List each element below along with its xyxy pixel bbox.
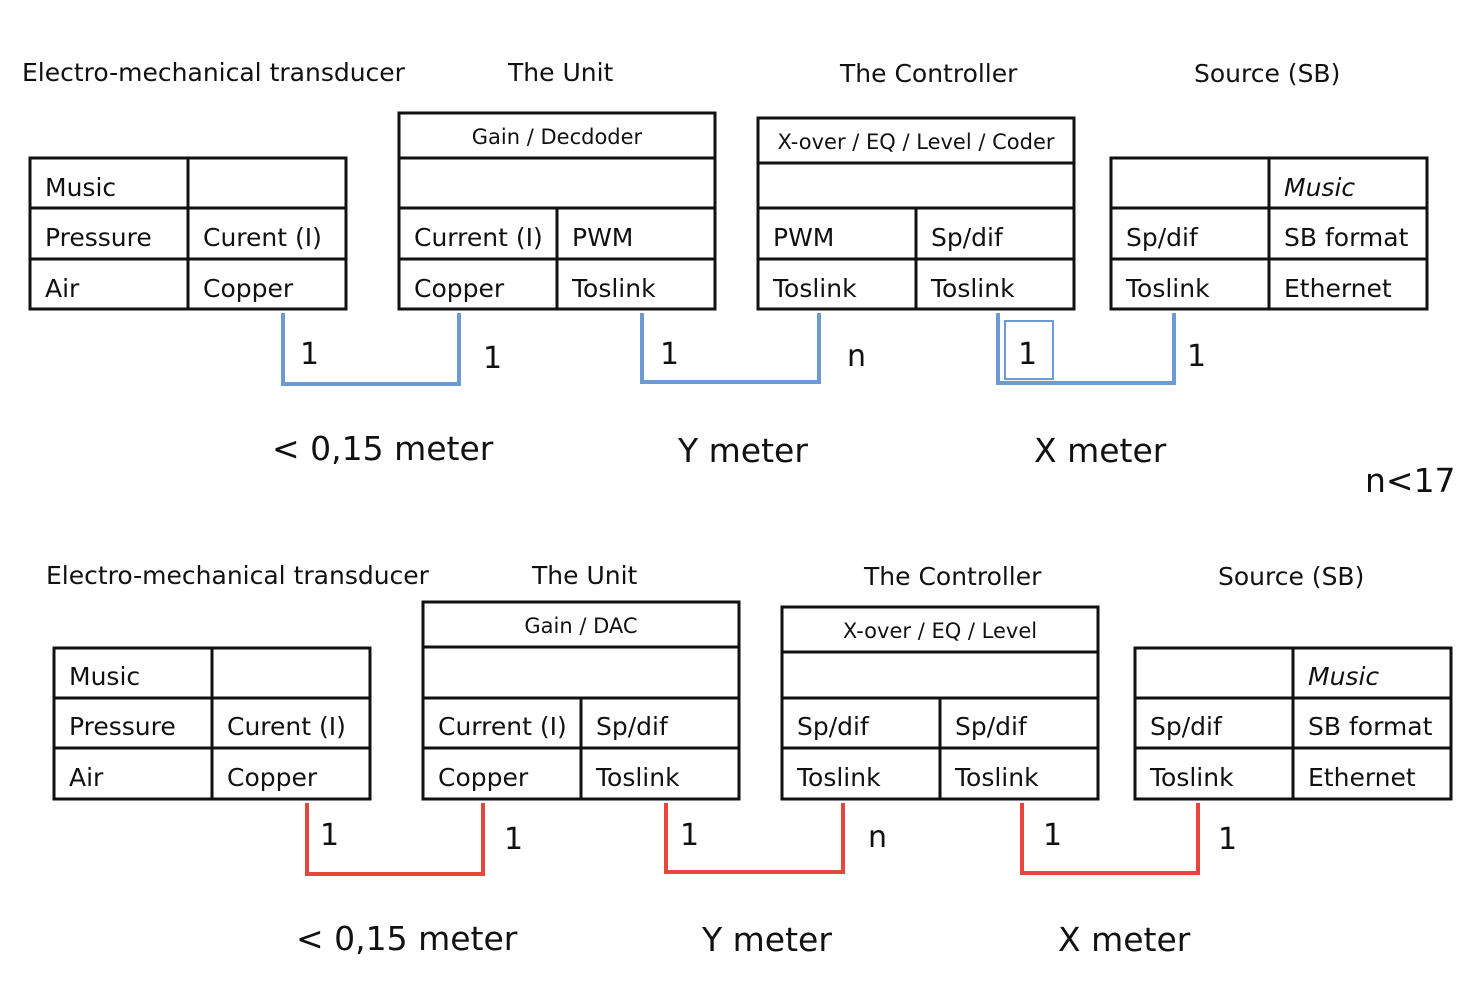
top-link2-right-count: n: [847, 339, 867, 374]
bottom-unit-toslink: Toslink: [596, 763, 680, 792]
bottom-controller-header: X-over / EQ / Level: [842, 619, 1038, 643]
top-source-music: Music: [1284, 173, 1356, 202]
top-controller-toslink-in: Toslink: [773, 274, 857, 303]
bottom-source-spdif: Sp/dif: [1150, 712, 1222, 741]
top-transducer-air: Air: [45, 274, 80, 303]
bottom-link2-right-count: n: [868, 820, 888, 855]
top-highlight-box: [1004, 320, 1054, 380]
top-source-ethernet: Ethernet: [1284, 274, 1392, 303]
top-unit-toslink: Toslink: [572, 274, 656, 303]
top-controller-spdif: Sp/dif: [931, 223, 1003, 252]
top-link3-right-count: 1: [1187, 339, 1207, 374]
bottom-transducer-air: Air: [69, 763, 104, 792]
bottom-link-transducer-unit: [305, 803, 485, 876]
top-transducer-copper: Copper: [203, 274, 294, 303]
top-transducer-music: Music: [45, 173, 117, 202]
bottom-link1-right-count: 1: [504, 822, 524, 857]
bottom-source-toslink: Toslink: [1150, 763, 1234, 792]
top-source-sb-format: SB format: [1284, 223, 1409, 252]
bottom-unit-header: Gain / DAC: [524, 614, 638, 638]
top-link-unit-controller: [640, 313, 821, 384]
top-link1-left-count: 1: [300, 337, 320, 372]
bottom-link-unit-controller: [664, 803, 845, 874]
bottom-source-music: Music: [1308, 662, 1380, 691]
top-distance-3: X meter: [1034, 431, 1167, 470]
bottom-title-controller: The Controller: [864, 562, 1042, 591]
bottom-source-sb-format: SB format: [1308, 712, 1433, 741]
top-link-controller-source: [996, 313, 1176, 385]
bottom-unit-current: Current (I): [438, 712, 567, 741]
top-title-transducer: Electro-mechanical transducer: [22, 58, 405, 87]
bottom-controller-spdif-in: Sp/dif: [797, 712, 869, 741]
top-source-toslink: Toslink: [1126, 274, 1210, 303]
bottom-link-controller-source: [1020, 803, 1200, 875]
bottom-link3-right-count: 1: [1218, 822, 1238, 857]
bottom-transducer-current: Curent (I): [227, 712, 346, 741]
bottom-transducer-music: Music: [69, 662, 141, 691]
top-transducer-current: Curent (I): [203, 223, 322, 252]
bottom-source-ethernet: Ethernet: [1308, 763, 1416, 792]
bottom-title-source: Source (SB): [1218, 562, 1365, 591]
top-unit-copper: Copper: [414, 274, 505, 303]
bottom-controller-spdif-out: Sp/dif: [955, 712, 1027, 741]
bottom-title-transducer: Electro-mechanical transducer: [46, 561, 429, 590]
bottom-unit-copper: Copper: [438, 763, 529, 792]
bottom-controller-toslink-out: Toslink: [955, 763, 1039, 792]
bottom-title-unit: The Unit: [532, 561, 638, 590]
top-controller-pwm: PWM: [773, 223, 835, 252]
top-link1-right-count: 1: [483, 341, 503, 376]
bottom-distance-2: Y meter: [702, 920, 832, 959]
top-link3-left-count: 1: [1018, 337, 1038, 372]
top-unit-current: Current (I): [414, 223, 543, 252]
bottom-link2-left-count: 1: [680, 818, 700, 853]
top-distance-2: Y meter: [678, 431, 808, 470]
top-controller-toslink-out: Toslink: [931, 274, 1015, 303]
top-transducer-pressure: Pressure: [45, 223, 152, 252]
top-link-transducer-unit: [281, 313, 461, 386]
top-controller-header: X-over / EQ / Level / Coder: [777, 130, 1055, 154]
top-link2-left-count: 1: [660, 337, 680, 372]
top-title-unit: The Unit: [508, 58, 614, 87]
bottom-transducer-pressure: Pressure: [69, 712, 176, 741]
bottom-unit-spdif: Sp/dif: [596, 712, 668, 741]
bottom-distance-3: X meter: [1058, 920, 1191, 959]
top-title-source: Source (SB): [1194, 59, 1341, 88]
top-source-spdif: Sp/dif: [1126, 223, 1198, 252]
top-unit-pwm: PWM: [572, 223, 634, 252]
bottom-transducer-copper: Copper: [227, 763, 318, 792]
top-unit-header: Gain / Decdoder: [471, 125, 643, 149]
bottom-link3-left-count: 1: [1043, 818, 1063, 853]
top-distance-1: < 0,15 meter: [272, 429, 494, 468]
bottom-link1-left-count: 1: [320, 818, 340, 853]
top-title-controller: The Controller: [840, 59, 1018, 88]
bottom-distance-1: < 0,15 meter: [296, 919, 518, 958]
top-note: n<17: [1365, 461, 1456, 500]
bottom-controller-toslink-in: Toslink: [797, 763, 881, 792]
